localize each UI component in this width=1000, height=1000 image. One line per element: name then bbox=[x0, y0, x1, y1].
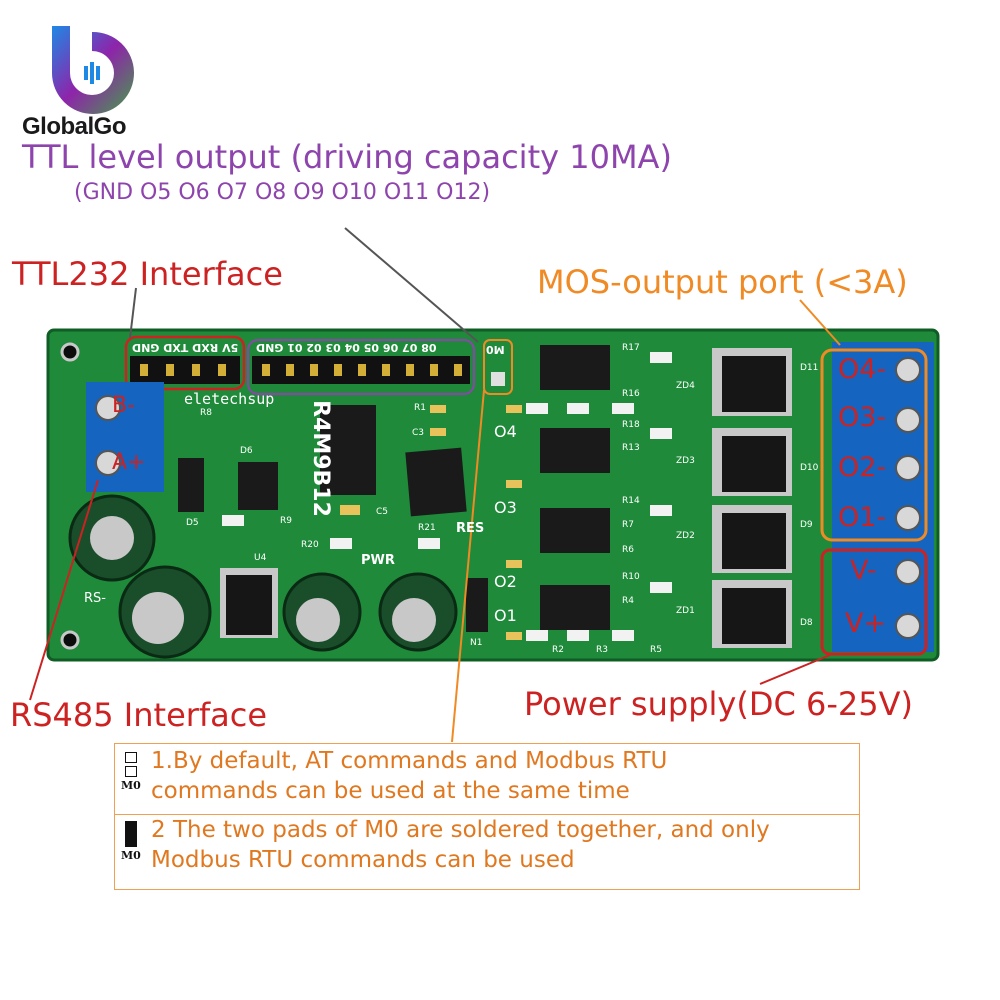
ref-label: C3 bbox=[412, 428, 425, 438]
ref-label: N1 bbox=[470, 638, 483, 648]
ref-label: D5 bbox=[186, 518, 199, 528]
mos-output-label: MOS-output port (<3A) bbox=[537, 263, 908, 301]
right-terminal-block bbox=[832, 342, 934, 652]
capacitors bbox=[68, 494, 458, 659]
rs485-interface-label: RS485 Interface bbox=[10, 696, 268, 734]
ttl232-interface-label: TTL232 Interface bbox=[12, 255, 283, 293]
ttl-output-pins: (GND O5 O6 O7 O8 O9 O10 O11 O12) bbox=[74, 180, 491, 205]
ref-label: U4 bbox=[254, 553, 267, 563]
ref-label: R3 bbox=[596, 645, 608, 655]
ref-label: R14 bbox=[622, 496, 640, 506]
ref-label: R5 bbox=[650, 645, 662, 655]
ref-label: D11 bbox=[800, 363, 819, 373]
ref-label: R1 bbox=[414, 403, 426, 413]
ref-label: R9 bbox=[280, 516, 292, 526]
terminal-o2-label: O2- bbox=[838, 452, 887, 483]
ref-label: ZD4 bbox=[676, 381, 695, 391]
ref-label: D9 bbox=[800, 520, 813, 530]
terminal-o4-label: O4- bbox=[838, 354, 887, 385]
ref-label: R13 bbox=[622, 443, 640, 453]
ref-label: R18 bbox=[622, 420, 640, 430]
leader-lines bbox=[29, 227, 841, 743]
note-line: commands can be used at the same time bbox=[151, 778, 630, 804]
jumper-soldered-icon: M0 bbox=[121, 821, 141, 862]
note-row-soldered: M0 2 The two pads of M0 are soldered tog… bbox=[115, 815, 859, 889]
ref-label: R2 bbox=[552, 645, 564, 655]
ref-label: D6 bbox=[240, 446, 253, 456]
header-left-silk: 5V RXD TXD GND bbox=[132, 341, 239, 354]
silk-brand: eletechsup bbox=[184, 390, 275, 408]
ref-label: R8 bbox=[200, 408, 212, 418]
ref-label: R10 bbox=[622, 572, 640, 582]
ref-label: R16 bbox=[622, 389, 640, 399]
ref-label: R4 bbox=[622, 596, 634, 606]
terminal-b-label: B- bbox=[112, 393, 136, 418]
m0-pad-silk: M0 bbox=[486, 343, 505, 356]
ref-label: R21 bbox=[418, 523, 436, 533]
terminal-a-label: A+ bbox=[112, 450, 146, 475]
terminal-vminus-label: V- bbox=[850, 555, 877, 586]
header-pins bbox=[130, 356, 470, 384]
pwr-silk: PWR bbox=[361, 553, 395, 568]
silk-model: R4M9B12 bbox=[307, 400, 333, 517]
ref-label: R17 bbox=[622, 343, 640, 353]
out-label-o1: O1 bbox=[494, 606, 517, 625]
ref-label: R20 bbox=[301, 540, 319, 550]
ref-label: ZD3 bbox=[676, 456, 695, 466]
ref-label: D8 bbox=[800, 618, 813, 628]
ref-label: D10 bbox=[800, 463, 819, 473]
rs-silk: RS- bbox=[84, 591, 106, 606]
ic-chips bbox=[178, 345, 610, 632]
pcb-base bbox=[48, 330, 938, 660]
note-line: Modbus RTU commands can be used bbox=[151, 847, 575, 873]
terminal-o3-label: O3- bbox=[838, 402, 887, 433]
ref-label: R6 bbox=[622, 545, 634, 555]
ref-label: ZD2 bbox=[676, 531, 695, 541]
terminal-vplus-label: V+ bbox=[845, 608, 887, 639]
ttl-output-title: TTL level output (driving capacity 10MA) bbox=[22, 138, 672, 176]
globalgo-logo-icon bbox=[52, 26, 134, 114]
note-line: 2 The two pads of M0 are soldered togeth… bbox=[151, 817, 770, 843]
header-mid-silk: 08 07 06 05 04 03 02 01 GND bbox=[256, 341, 437, 354]
ref-label: ZD1 bbox=[676, 606, 695, 616]
terminal-o1-label: O1- bbox=[838, 502, 887, 533]
ref-label: C5 bbox=[376, 507, 389, 517]
jumper-label: M0 bbox=[121, 779, 141, 792]
note-line: 1.By default, AT commands and Modbus RTU bbox=[151, 748, 668, 774]
note-row-default: M0 1.By default, AT commands and Modbus … bbox=[115, 744, 859, 815]
power-supply-label: Power supply(DC 6-25V) bbox=[524, 685, 913, 723]
mosfets bbox=[712, 348, 792, 648]
out-label-o2: O2 bbox=[494, 572, 517, 591]
resistors bbox=[222, 352, 672, 641]
ref-label: R7 bbox=[622, 520, 634, 530]
brand-name: GlobalGo bbox=[22, 113, 127, 140]
jumper-open-icon: M0 bbox=[121, 752, 141, 792]
res-silk: RES bbox=[456, 521, 485, 536]
jumper-label: M0 bbox=[121, 849, 141, 862]
out-label-o3: O3 bbox=[494, 498, 517, 517]
out-label-o4: O4 bbox=[494, 422, 517, 441]
m0-notes-box: M0 1.By default, AT commands and Modbus … bbox=[114, 743, 860, 890]
